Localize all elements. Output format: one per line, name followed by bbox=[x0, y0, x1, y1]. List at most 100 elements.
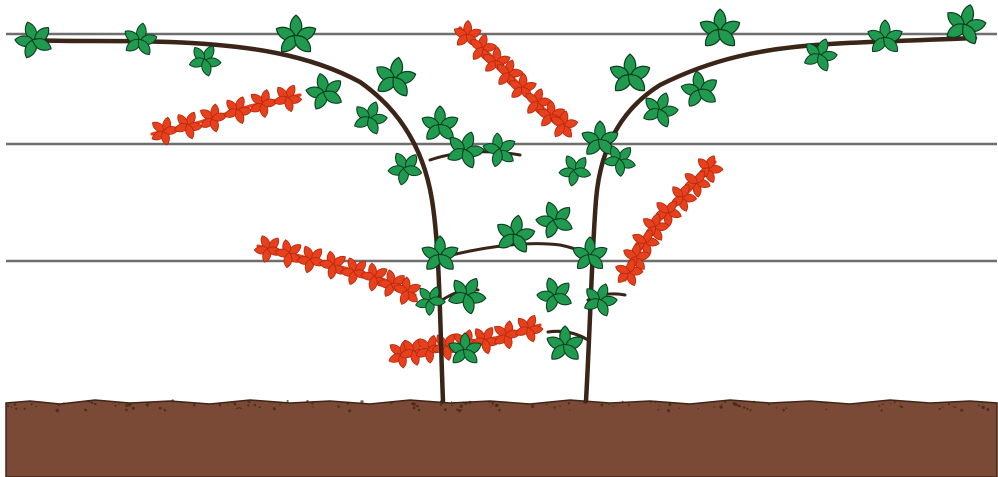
soil-speck bbox=[554, 406, 556, 408]
soil-speck bbox=[983, 407, 985, 409]
soil-speck bbox=[114, 405, 116, 407]
soil-speck bbox=[953, 406, 954, 407]
soil-speck bbox=[333, 401, 334, 402]
soil-speck bbox=[753, 401, 755, 403]
soil-speck bbox=[825, 402, 827, 404]
soil-speck bbox=[149, 402, 151, 404]
soil-speck bbox=[247, 404, 249, 406]
soil-speck bbox=[743, 406, 746, 409]
soil-speck bbox=[939, 408, 941, 410]
soil-speck bbox=[942, 406, 944, 408]
soil-speck bbox=[86, 409, 88, 411]
soil-speck bbox=[58, 404, 60, 406]
soil-speck bbox=[948, 403, 950, 405]
soil-speck bbox=[569, 410, 570, 411]
soil-speck bbox=[464, 402, 467, 405]
soil-speck bbox=[451, 401, 452, 402]
soil-speck bbox=[776, 407, 778, 409]
soil-speck bbox=[240, 408, 242, 410]
soil-speck bbox=[559, 405, 561, 407]
soil-speck bbox=[7, 405, 9, 407]
soil-speck bbox=[494, 401, 496, 403]
soil-speck bbox=[622, 401, 624, 403]
soil-speck bbox=[658, 405, 659, 406]
soil-speck bbox=[750, 409, 752, 411]
soil-speck bbox=[306, 400, 309, 403]
soil-speck bbox=[118, 404, 119, 405]
soil-speck bbox=[273, 407, 276, 410]
soil-speck bbox=[444, 408, 447, 411]
soil-speck bbox=[193, 404, 196, 407]
soil-speck bbox=[125, 409, 128, 412]
soil-speck bbox=[468, 401, 471, 404]
soil-speck bbox=[739, 405, 741, 407]
soil-speck bbox=[496, 404, 499, 407]
soil-speck bbox=[734, 403, 737, 406]
soil-speck bbox=[254, 404, 256, 406]
soil-speck bbox=[986, 408, 989, 411]
soil-speck bbox=[491, 402, 494, 405]
soil-speck bbox=[894, 401, 896, 403]
soil-speck bbox=[390, 401, 393, 404]
soil-speck bbox=[311, 402, 313, 404]
soil-speck bbox=[337, 405, 340, 408]
soil-speck bbox=[458, 409, 461, 412]
soil-speck bbox=[890, 403, 891, 404]
soil-speck bbox=[461, 409, 462, 410]
soil-speck bbox=[878, 405, 880, 407]
soil-speck bbox=[782, 409, 785, 412]
soil-speck bbox=[416, 405, 419, 408]
soil-speck bbox=[11, 407, 12, 408]
soil-speck bbox=[348, 409, 351, 412]
soil-speck bbox=[858, 405, 859, 406]
soil-speck bbox=[440, 404, 442, 406]
soil-speck bbox=[628, 404, 630, 406]
soil-speck bbox=[31, 403, 33, 405]
soil-speck bbox=[56, 409, 60, 413]
soil-speck bbox=[608, 404, 609, 405]
soil-speck bbox=[674, 402, 676, 404]
soil-speck bbox=[881, 409, 883, 411]
soil-speck bbox=[418, 409, 421, 412]
soil-speck bbox=[658, 409, 660, 411]
soil-speck bbox=[531, 405, 534, 408]
soil-speck bbox=[132, 407, 135, 410]
soil-speck bbox=[92, 402, 94, 404]
soil-speck bbox=[460, 405, 463, 408]
soil-speck bbox=[159, 407, 162, 410]
soil-speck bbox=[960, 409, 963, 412]
soil-speck bbox=[826, 409, 828, 411]
soil-speck bbox=[128, 403, 131, 406]
soil-speck bbox=[978, 405, 980, 407]
soil-speck bbox=[713, 407, 715, 409]
soil-speck bbox=[146, 403, 149, 406]
soil-speck bbox=[654, 401, 656, 403]
soil-speck bbox=[346, 402, 349, 405]
soil-speck bbox=[882, 404, 884, 406]
soil-speck bbox=[164, 409, 167, 412]
soil-speck bbox=[527, 404, 528, 405]
soil-speck bbox=[227, 404, 228, 405]
soil-speck bbox=[236, 407, 238, 409]
soil-speck bbox=[15, 408, 17, 410]
soil-speck bbox=[142, 402, 143, 403]
soil-speck bbox=[259, 406, 261, 408]
soil-speck bbox=[413, 406, 416, 409]
soil-speck bbox=[249, 401, 251, 403]
soil-speck bbox=[498, 409, 501, 412]
soil-speck bbox=[125, 404, 128, 407]
soil-speck bbox=[724, 401, 726, 403]
soil-speck bbox=[679, 408, 680, 409]
soil-speck bbox=[95, 404, 96, 405]
soil-speck bbox=[312, 407, 313, 408]
soil-speck bbox=[901, 406, 903, 408]
soil-speck bbox=[279, 404, 281, 406]
soil-speck bbox=[746, 408, 748, 410]
soil-speck bbox=[785, 407, 787, 409]
soil-speck bbox=[488, 401, 490, 403]
soil-speck bbox=[612, 406, 613, 407]
soil-speck bbox=[721, 404, 722, 405]
soil-speck bbox=[171, 399, 174, 402]
